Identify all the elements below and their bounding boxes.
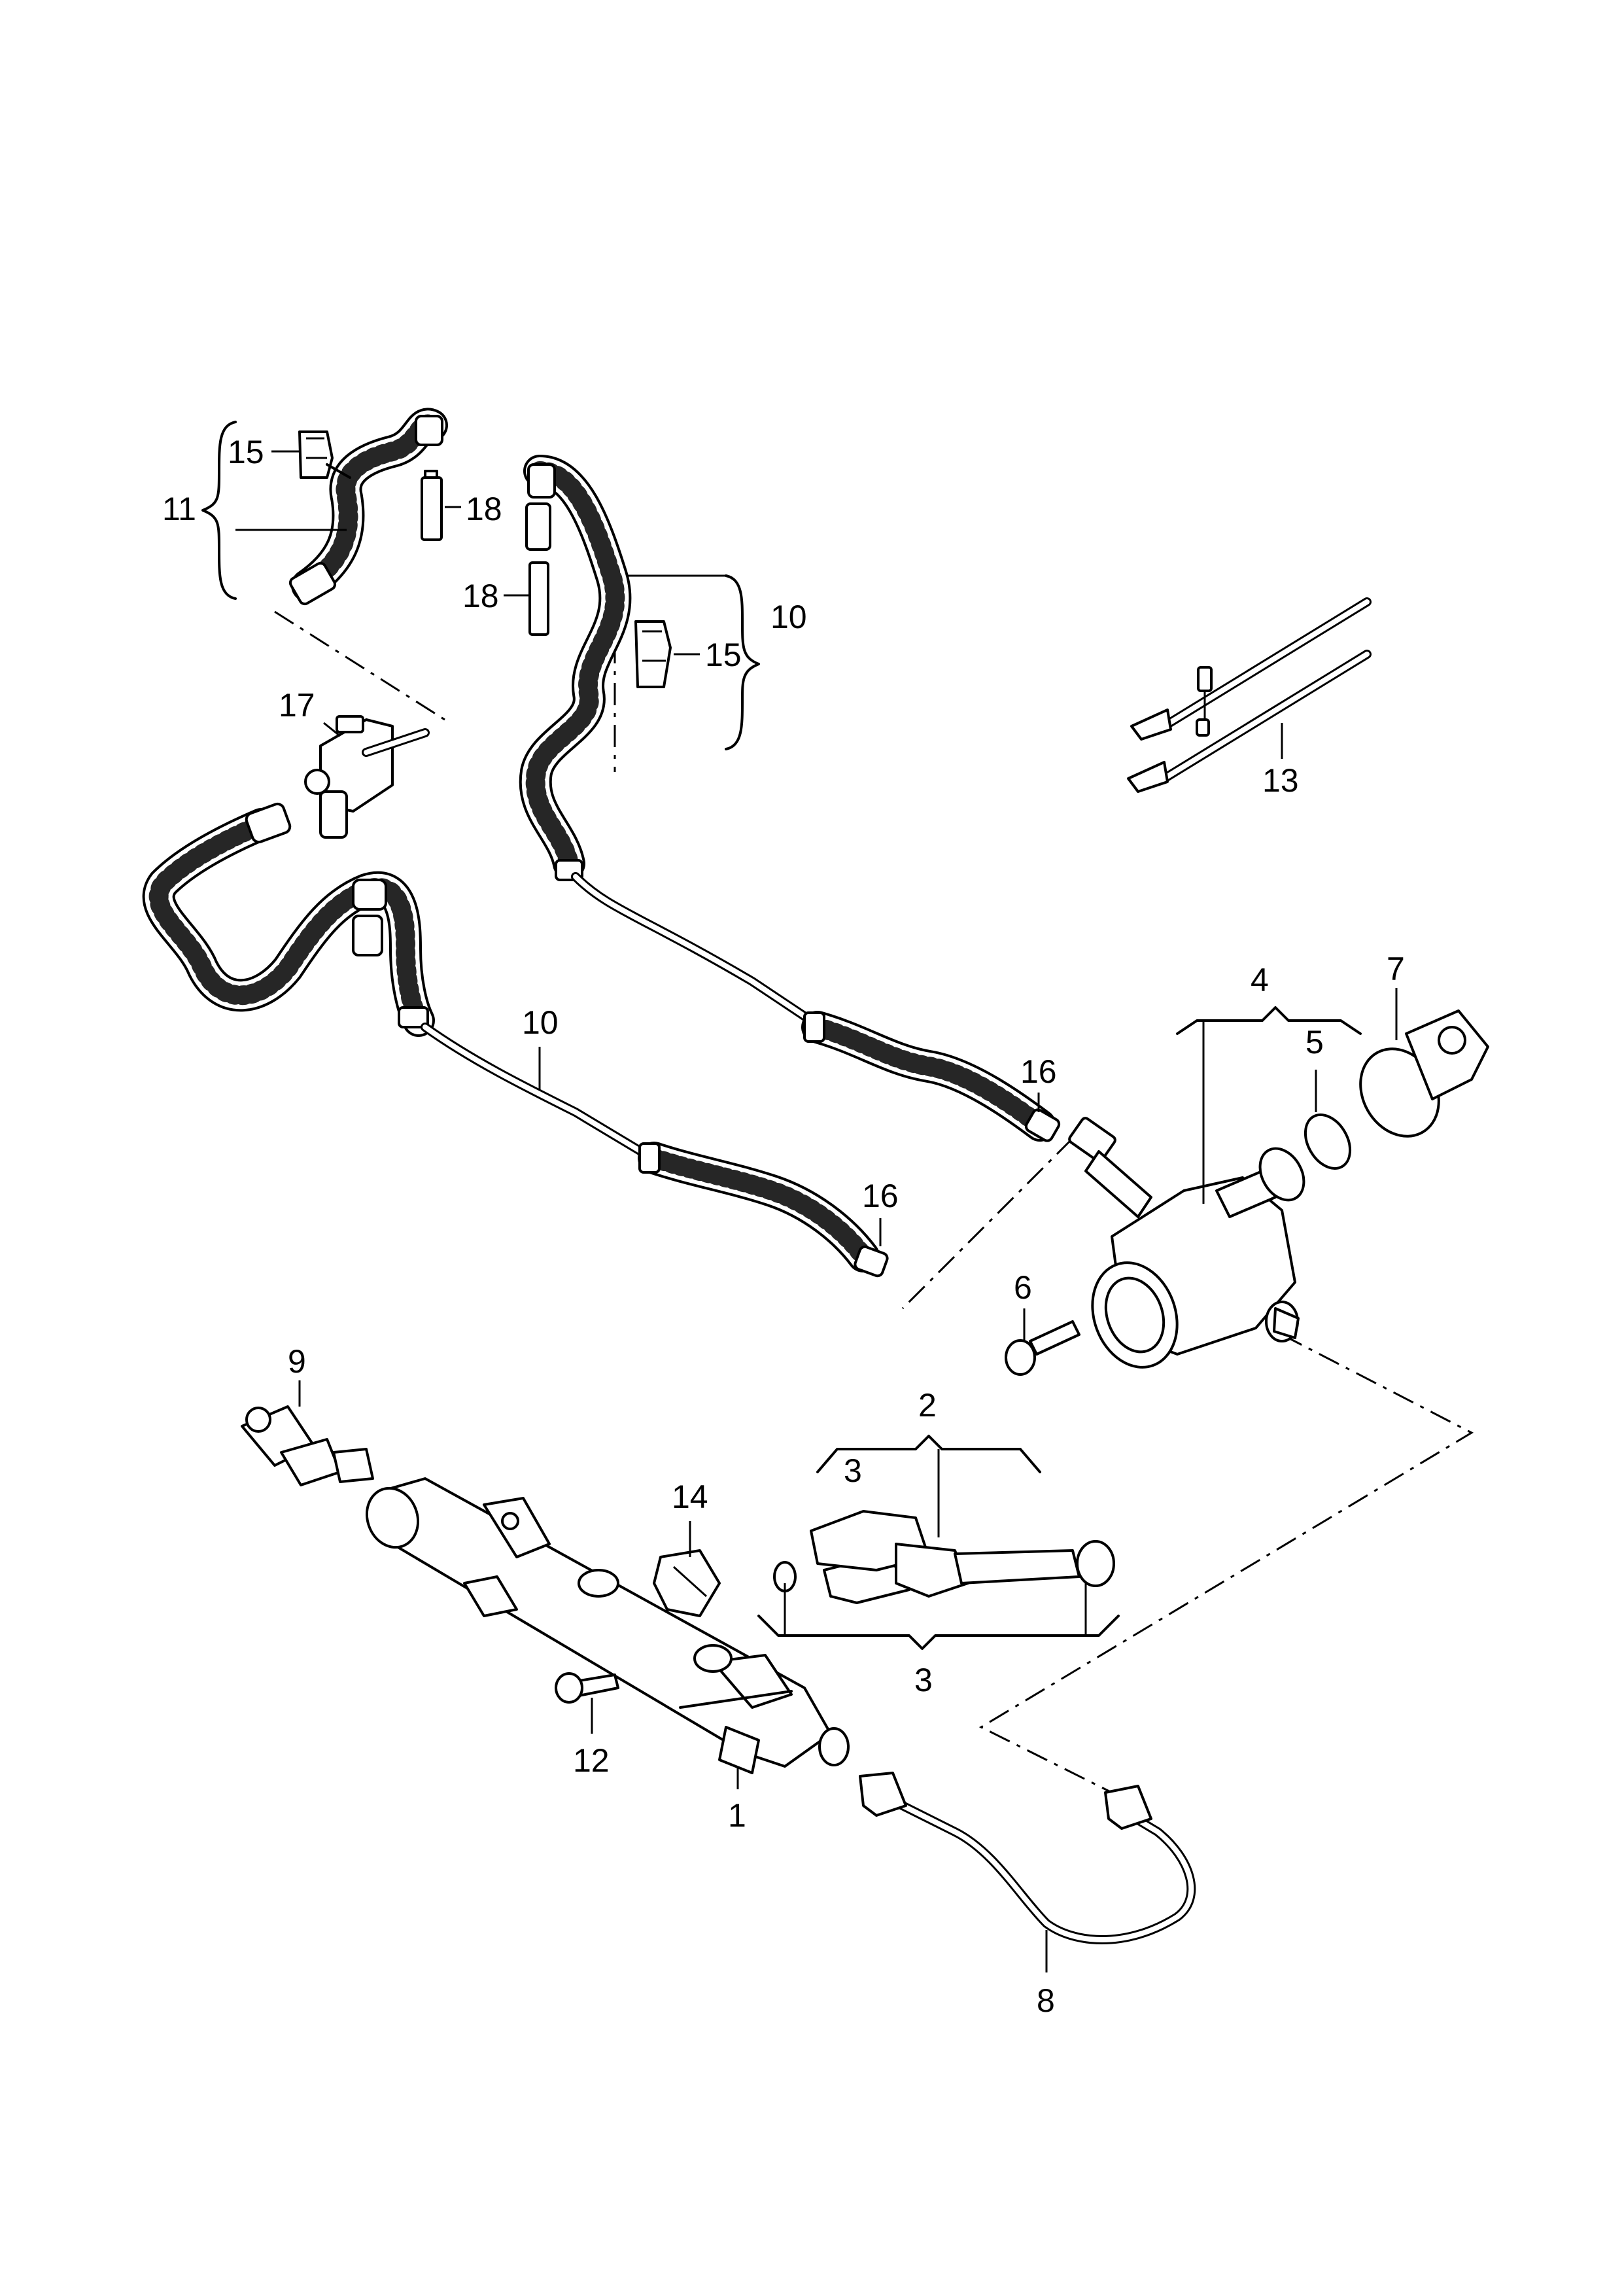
callout-12: 12 (573, 1742, 610, 1779)
part-2-injector (773, 1510, 1115, 1604)
part-11-hose-assembly (288, 408, 448, 606)
callout-8: 8 (1037, 1982, 1055, 2019)
callout-3b: 3 (914, 1662, 933, 1698)
callout-16a: 16 (1020, 1053, 1057, 1090)
part-16-clip-a (1024, 1108, 1061, 1142)
part-10-hose-lower (142, 802, 889, 1278)
callout-13: 13 (1262, 762, 1299, 799)
callout-17: 17 (279, 687, 315, 724)
callout-7: 7 (1387, 951, 1405, 987)
part-6-bolt (1005, 1320, 1080, 1376)
part-15-connector-a (298, 430, 351, 479)
part-7-cover (1359, 1009, 1489, 1138)
part-18-sleeve-b (528, 561, 549, 636)
part-10-hose-upper (519, 455, 1061, 1142)
part-9-pressure-sensor (241, 1405, 374, 1486)
callout-2: 2 (918, 1387, 937, 1424)
part-15-connector-b (634, 620, 672, 688)
callout-15b: 15 (705, 637, 742, 673)
callout-15a: 15 (228, 434, 264, 470)
callout-4: 4 (1251, 962, 1269, 998)
assembly-dash-lines (274, 610, 1474, 1794)
part-18-sleeve-a (421, 476, 443, 541)
callout-18b: 18 (462, 578, 499, 614)
callout-14: 14 (672, 1479, 708, 1515)
part-1-fuel-rail (365, 1477, 850, 1774)
callout-11: 11 (162, 491, 196, 527)
part-4-high-pressure-pump (1068, 1117, 1305, 1369)
callout-10a: 10 (770, 599, 807, 635)
callout-5: 5 (1305, 1024, 1324, 1060)
callout-10b: 10 (522, 1004, 559, 1041)
part-8-high-pressure-pipe (859, 1772, 1196, 1944)
part-5-o-ring (1304, 1113, 1352, 1170)
callout-9: 9 (288, 1343, 306, 1380)
part-16-clip-b (854, 1245, 889, 1278)
part-17-valve (304, 715, 430, 839)
callout-labels: 11 15 18 18 10 15 13 17 10 4 7 5 16 16 6… (162, 434, 1405, 2019)
leader-lines (201, 421, 1398, 1972)
callout-3a: 3 (844, 1452, 862, 1489)
callout-16b: 16 (862, 1178, 899, 1214)
part-14-clip (653, 1549, 721, 1617)
callout-18a: 18 (466, 491, 502, 527)
callout-1: 1 (728, 1797, 746, 1834)
callout-6: 6 (1014, 1269, 1032, 1306)
part-12-bolt (555, 1672, 619, 1704)
part-13-line-clips (1127, 597, 1372, 793)
